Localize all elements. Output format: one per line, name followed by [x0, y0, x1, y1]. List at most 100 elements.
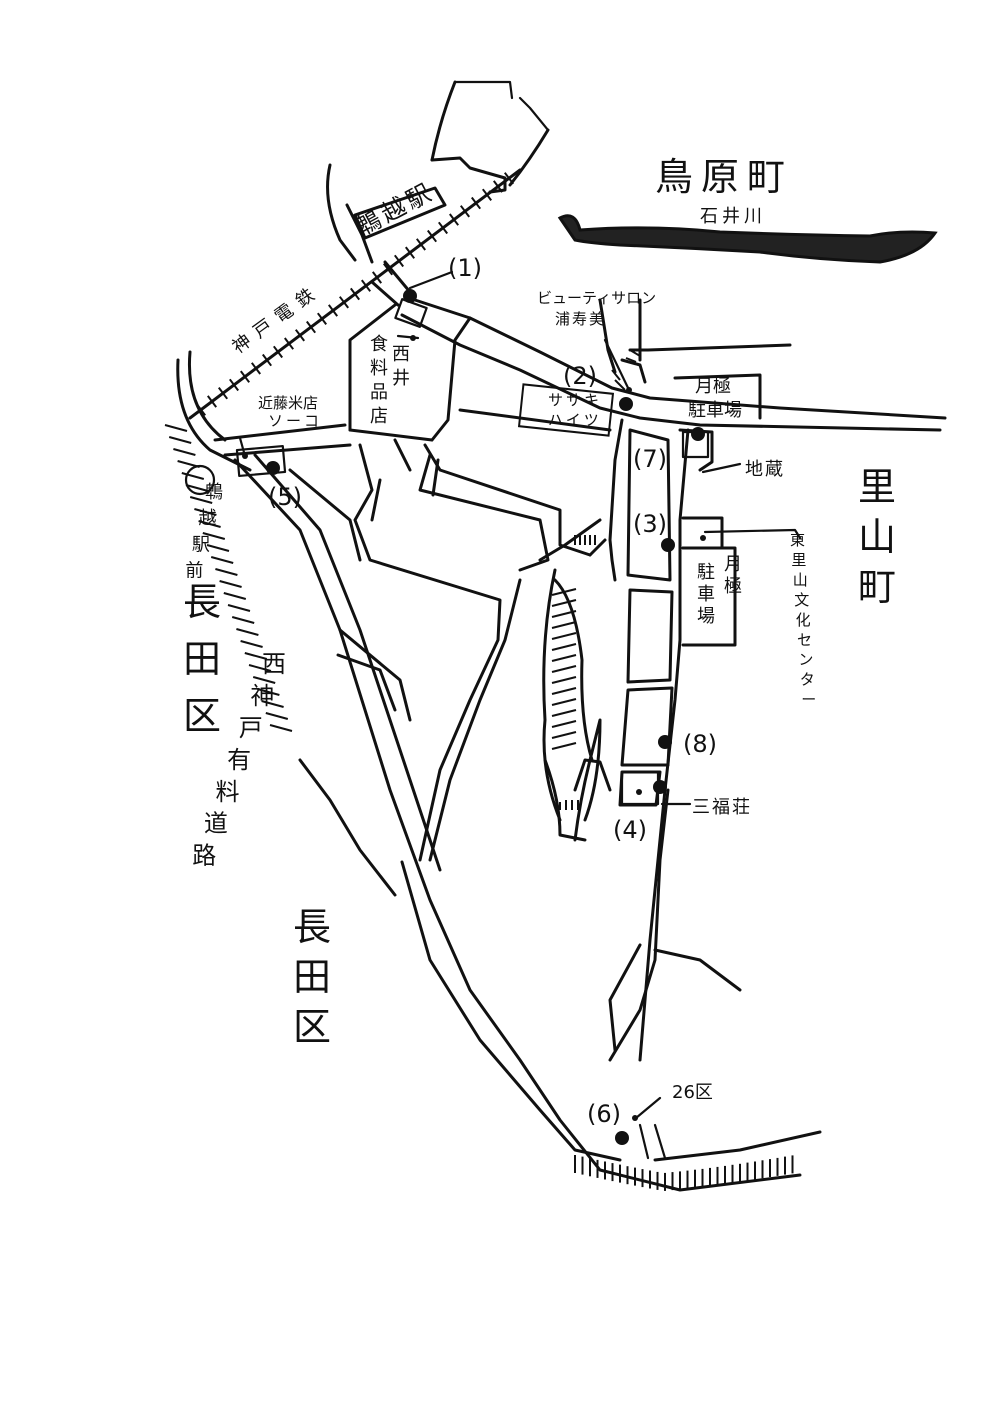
rail-tick — [404, 246, 416, 259]
rail-tick — [272, 345, 284, 359]
shop-char: 料 — [370, 358, 388, 379]
ward-26-label: 26区 — [672, 1082, 713, 1103]
expressway-group-char: 料 — [216, 778, 240, 806]
hatch-line — [194, 508, 217, 516]
point-4-marker — [653, 780, 667, 794]
labels: 鳥原町 石井川 里 山 町 長 田 区 長 田 区 神戸電鉄 鵯越駅 西神戸有料… — [183, 155, 896, 1128]
shop-char: 食 — [370, 334, 388, 355]
center-group-char: 東 — [790, 531, 805, 549]
shop-char: 店 — [370, 406, 388, 427]
rail-tick — [283, 337, 295, 350]
area-torihara: 鳥原町 — [655, 155, 793, 199]
hatch-line — [551, 698, 577, 706]
river-label: 石井川 — [700, 206, 766, 227]
center-group-char: タ — [800, 671, 815, 689]
svg-text:近藤米店: 近藤米店 — [258, 394, 318, 412]
rail-tick — [426, 229, 438, 243]
jizo-label: 地蔵 — [745, 459, 785, 480]
hatch-line — [168, 436, 192, 444]
rail-tick — [251, 362, 262, 375]
hatch-line — [551, 599, 577, 607]
hatch-line — [215, 568, 238, 576]
center-group-char: セ — [797, 631, 812, 649]
point-3-label: (3) — [633, 510, 667, 538]
hatch-line — [248, 664, 272, 672]
point-3-marker — [661, 538, 675, 552]
hatch-line — [551, 742, 577, 750]
svg-text:ササキ: ササキ — [548, 391, 602, 409]
hatch-line — [181, 472, 205, 480]
rail-tick — [371, 271, 383, 284]
rail-tick — [305, 320, 317, 334]
svg-text:ソーコ: ソーコ — [268, 412, 322, 430]
hatch-line — [551, 709, 577, 717]
shop-char: 品 — [370, 382, 388, 403]
rail-tick — [481, 188, 493, 201]
rail-tick — [470, 196, 482, 210]
expressway-group-char: 西 — [262, 650, 286, 678]
hatch-line — [551, 610, 577, 618]
rail-tick — [503, 172, 515, 185]
building-kondo — [235, 444, 287, 478]
point-1-label: (1) — [448, 254, 482, 282]
embankment-lines — [326, 80, 550, 264]
point-8-label: (8) — [683, 730, 717, 758]
hatch-line — [206, 544, 230, 552]
hatch-line — [252, 676, 276, 684]
hatch-line — [219, 580, 242, 588]
hatch-line — [202, 532, 226, 540]
rail-tick — [338, 296, 350, 309]
point-7-label: (7) — [633, 445, 667, 473]
center-group-char: ン — [798, 651, 813, 669]
station-label: 鵯越駅 — [352, 177, 439, 241]
hatch-line — [227, 604, 251, 612]
hatch-line — [261, 700, 284, 708]
center-group-char: 里 — [791, 551, 806, 569]
rail-tick — [349, 287, 361, 301]
svg-text:田: 田 — [293, 955, 331, 999]
hatching — [164, 349, 794, 1191]
svg-text:駐車場: 駐車場 — [688, 400, 742, 421]
center-group-char: 文 — [794, 591, 809, 609]
sasaki-heights-label: ササキ ハイツ — [517, 383, 615, 437]
expressway-group-char: 路 — [192, 842, 216, 870]
hatch-line — [265, 712, 289, 720]
busstop-group-char: 前 — [185, 561, 203, 582]
rail-tick — [316, 312, 328, 325]
rail-tick — [382, 263, 394, 276]
hatch-line — [551, 720, 577, 728]
hatch-line — [198, 520, 221, 528]
rail-tick — [459, 205, 471, 218]
river-ishii — [557, 214, 938, 264]
parking-east-char: 場 — [697, 606, 715, 627]
beauty-salon-label-2: 浦寿美 — [555, 310, 606, 328]
rail-tick — [207, 395, 217, 408]
rail-tick — [240, 370, 250, 383]
railway-label: 神戸電鉄 — [229, 280, 325, 358]
expressway-group-char: 神 — [250, 682, 274, 710]
hatch-line — [244, 652, 268, 660]
shop-char: 西 — [392, 344, 410, 365]
hatch-line — [551, 643, 577, 651]
parking-east-char: 駐 — [697, 562, 715, 583]
hatch-line — [551, 676, 577, 684]
parking-north-label: 月極 駐車場 — [688, 376, 742, 421]
point-5-label: (5) — [268, 483, 302, 511]
hatch-line — [240, 640, 263, 648]
area-satoyama: 里 山 町 — [858, 465, 896, 609]
svg-text:長: 長 — [183, 580, 221, 624]
svg-text:町: 町 — [858, 565, 896, 609]
svg-text:里: 里 — [858, 465, 896, 509]
expressway-group-char: 道 — [204, 810, 228, 838]
building-nishii — [394, 298, 428, 328]
parking-east-char: 極 — [724, 576, 742, 597]
parking-east-char: 車 — [697, 584, 715, 605]
hatch-line — [551, 665, 577, 673]
hatch-line — [210, 556, 234, 564]
hatch-line — [223, 592, 247, 600]
point-4-label: (4) — [613, 816, 647, 844]
